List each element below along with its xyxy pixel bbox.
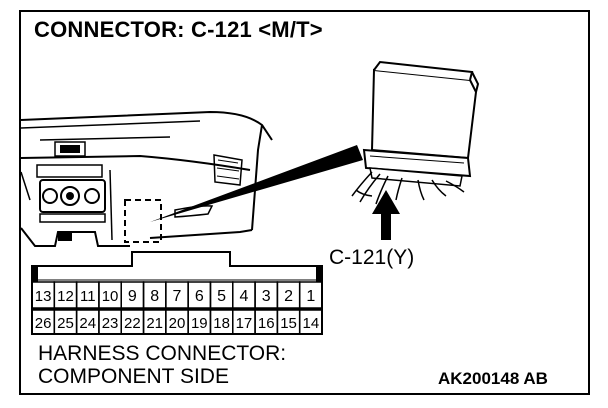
figure-border xyxy=(19,10,590,395)
pin-number: 6 xyxy=(195,288,204,305)
pin-number: 22 xyxy=(124,315,141,332)
pin-number: 8 xyxy=(150,288,159,305)
pin-number: 1 xyxy=(306,288,315,305)
pin-number: 16 xyxy=(258,315,275,332)
figure-code: AK200148 AB xyxy=(438,369,548,388)
pin-number: 14 xyxy=(303,315,320,332)
pin-number: 17 xyxy=(236,315,253,332)
ecu-module-illustration xyxy=(351,60,480,205)
dashboard-illustration xyxy=(20,110,273,247)
arrow-up-icon xyxy=(372,190,400,240)
pin-number: 10 xyxy=(102,288,119,305)
pin-number: 23 xyxy=(102,315,119,332)
pin-cell xyxy=(298,281,323,309)
pin-number: 9 xyxy=(128,288,137,305)
pin-number: 19 xyxy=(191,315,208,332)
pin-cell xyxy=(298,309,323,335)
connector-label: C-121(Y) xyxy=(329,246,415,269)
pin-number: 4 xyxy=(239,288,248,305)
diagram-title: CONNECTOR: C-121 <M/T> xyxy=(34,17,323,42)
pin-number: 11 xyxy=(80,288,96,305)
caption-line-1: HARNESS CONNECTOR: xyxy=(38,342,287,365)
pin-number: 25 xyxy=(57,315,74,332)
pin-number: 12 xyxy=(57,288,74,305)
pin-number: 3 xyxy=(262,288,271,305)
callout-wedge xyxy=(150,145,363,222)
pin-number: 5 xyxy=(217,288,226,305)
pin-number: 7 xyxy=(173,288,182,305)
pin-number: 21 xyxy=(146,315,163,332)
pin-number: 24 xyxy=(79,315,96,332)
pin-number: 2 xyxy=(284,288,293,305)
pin-number: 26 xyxy=(35,315,52,332)
pin-number: 13 xyxy=(35,288,52,305)
pin-number: 18 xyxy=(213,315,230,332)
caption-line-2: COMPONENT SIDE xyxy=(38,365,229,388)
pin-number: 20 xyxy=(169,315,186,332)
pin-number: 15 xyxy=(280,315,297,332)
